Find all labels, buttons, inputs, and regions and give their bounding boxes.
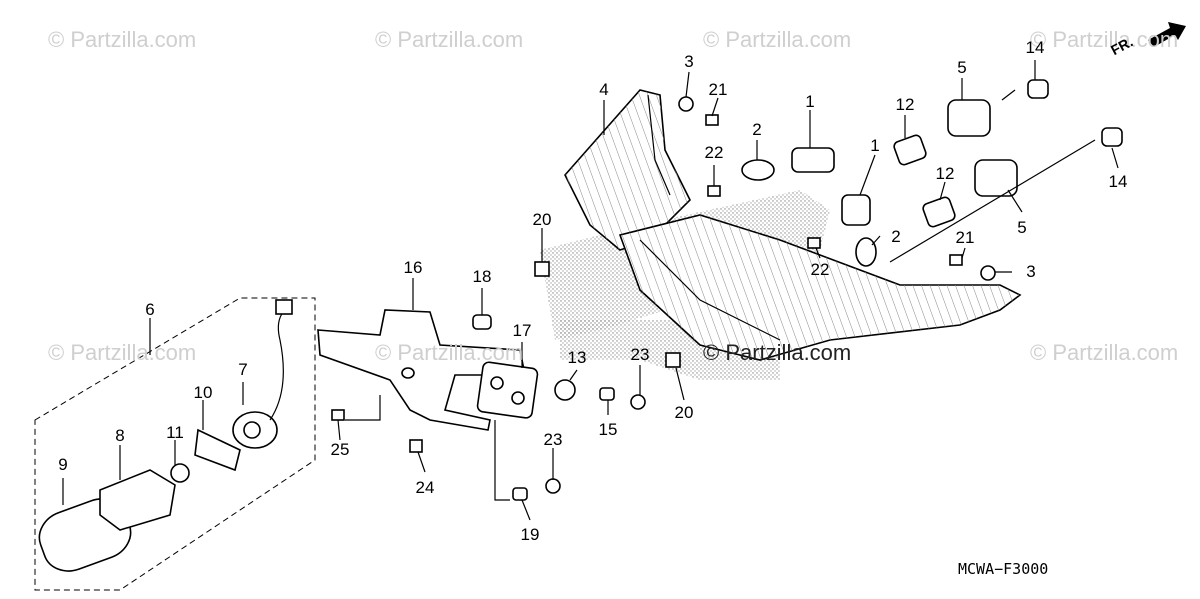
callout-14[interactable]: 14 bbox=[1108, 172, 1128, 191]
callout-7[interactable]: 7 bbox=[238, 360, 248, 379]
callout-18[interactable]: 18 bbox=[472, 267, 492, 286]
callout-15[interactable]: 15 bbox=[598, 420, 618, 439]
leader-lines bbox=[62, 60, 1119, 521]
reflector-part-8 bbox=[99, 469, 176, 531]
callout-25[interactable]: 25 bbox=[330, 440, 350, 459]
callout-22[interactable]: 22 bbox=[810, 260, 830, 279]
callout-14[interactable]: 14 bbox=[1025, 38, 1045, 57]
watermark: © Partzilla.com bbox=[48, 340, 197, 365]
callout-1[interactable]: 1 bbox=[805, 92, 815, 111]
callout-3[interactable]: 3 bbox=[1026, 262, 1036, 281]
callout-8[interactable]: 8 bbox=[115, 426, 125, 445]
hardware bbox=[331, 79, 1123, 501]
callout-2[interactable]: 2 bbox=[752, 120, 762, 139]
callout-6[interactable]: 6 bbox=[145, 300, 155, 319]
callout-21[interactable]: 21 bbox=[955, 228, 975, 247]
callout-10[interactable]: 10 bbox=[193, 383, 213, 402]
callout-9[interactable]: 9 bbox=[58, 455, 68, 474]
front-arrow-icon bbox=[1148, 22, 1186, 47]
callout-23[interactable]: 23 bbox=[630, 345, 650, 364]
callout-19[interactable]: 19 bbox=[520, 525, 540, 544]
callout-2[interactable]: 2 bbox=[891, 227, 901, 246]
bulb-part-11 bbox=[170, 463, 190, 483]
callout-12[interactable]: 12 bbox=[935, 164, 955, 183]
watermark: © Partzilla.com bbox=[1030, 27, 1179, 52]
gasket-part-10 bbox=[194, 428, 241, 472]
watermark: © Partzilla.com bbox=[375, 27, 524, 52]
callout-11[interactable]: 11 bbox=[166, 423, 184, 442]
callout-1[interactable]: 1 bbox=[870, 136, 880, 155]
callout-16[interactable]: 16 bbox=[403, 258, 423, 277]
callout-5[interactable]: 5 bbox=[957, 58, 967, 77]
watermark: © Partzilla.com bbox=[1030, 340, 1179, 365]
callout-17[interactable]: 17 bbox=[512, 321, 532, 340]
watermark: © Partzilla.com bbox=[703, 340, 852, 365]
socket-part-7 bbox=[232, 299, 293, 449]
watermark: © Partzilla.com bbox=[375, 340, 524, 365]
callout-22[interactable]: 22 bbox=[704, 143, 724, 162]
callout-5[interactable]: 5 bbox=[1017, 218, 1027, 237]
callout-23[interactable]: 23 bbox=[543, 430, 563, 449]
reflector-plate-part-17 bbox=[476, 361, 539, 419]
diagram-code: MCWA−F3000 bbox=[958, 560, 1049, 578]
assembly-outline-6 bbox=[34, 297, 316, 591]
watermark: © Partzilla.com bbox=[703, 27, 852, 52]
callout-3[interactable]: 3 bbox=[684, 52, 694, 71]
callout-20[interactable]: 20 bbox=[532, 210, 552, 229]
tail-housing-part-4 bbox=[564, 89, 1022, 361]
callout-24[interactable]: 24 bbox=[415, 478, 435, 497]
callout-21[interactable]: 21 bbox=[708, 80, 728, 99]
callout-4[interactable]: 4 bbox=[599, 80, 609, 99]
license-bracket-part-16 bbox=[317, 309, 526, 431]
callout-20[interactable]: 20 bbox=[674, 403, 694, 422]
callout-13[interactable]: 13 bbox=[567, 348, 587, 367]
watermark: © Partzilla.com bbox=[48, 27, 197, 52]
callout-12[interactable]: 12 bbox=[895, 95, 915, 114]
